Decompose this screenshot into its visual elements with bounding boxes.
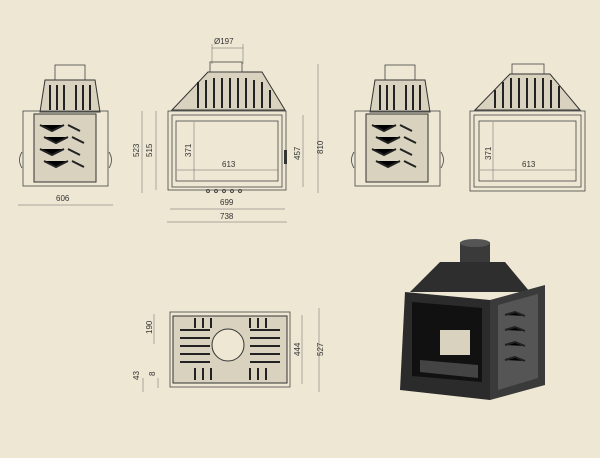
side-view-left: 606 [18,64,113,206]
dim-side-depth: 606 [56,194,70,203]
top-view: 190 444 527 43 8 [132,308,325,392]
front-view: Ø197 523 515 371 613 457 810 699 738 [132,37,325,223]
dim-glass-width: 613 [222,160,236,169]
side-view-right [351,64,444,187]
dim-total-width: 738 [220,212,234,221]
dim-side2-glass-width: 613 [522,160,536,169]
dim-door-height: 457 [293,146,302,160]
dim-glass-height: 371 [184,143,193,157]
front-view-2: 371 613 [469,63,586,192]
dim-height-515: 515 [145,143,154,157]
dim-door-width: 699 [220,198,234,207]
dim-top-527: 527 [316,342,325,356]
dim-top-444: 444 [293,342,302,356]
dim-flue-diameter: Ø197 [214,37,234,46]
dim-side2-glass-height: 371 [484,146,493,160]
dim-top-43: 43 [132,371,141,380]
dim-top-190: 190 [145,320,154,334]
fireplace-3d-render [400,239,545,400]
dim-height-523: 523 [132,143,141,157]
dim-top-8: 8 [148,371,157,376]
dim-total-height: 810 [316,140,325,154]
